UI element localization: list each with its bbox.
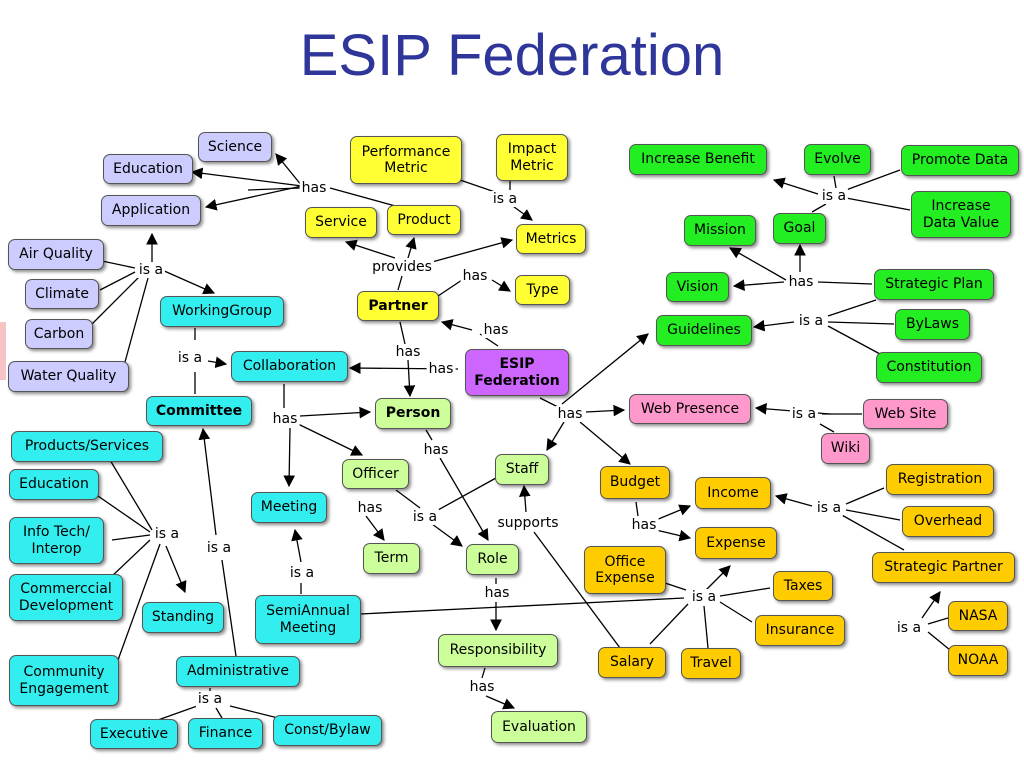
node-noaa[interactable]: NOAA	[948, 645, 1008, 676]
node-overhead[interactable]: Overhead	[902, 506, 994, 537]
node-administrative[interactable]: Administrative	[176, 656, 300, 687]
node-office-expense[interactable]: Office Expense	[584, 546, 666, 594]
link-label-has: has	[393, 344, 423, 360]
node-type[interactable]: Type	[515, 275, 570, 305]
link-label-is-a: is a	[175, 350, 205, 366]
node-strategic-partner[interactable]: Strategic Partner	[872, 552, 1015, 583]
edges	[89, 153, 951, 721]
node-term[interactable]: Term	[363, 543, 420, 574]
link-label-is-a: is a	[410, 509, 440, 525]
node-nasa[interactable]: NASA	[948, 601, 1008, 631]
link-label-has: has	[426, 361, 456, 377]
node-service[interactable]: Service	[305, 207, 377, 238]
node-evaluation[interactable]: Evaluation	[491, 711, 587, 743]
node-insurance[interactable]: Insurance	[755, 615, 845, 646]
node-salary[interactable]: Salary	[598, 647, 666, 678]
node-working-group[interactable]: WorkingGroup	[160, 296, 284, 327]
node-products-services[interactable]: Products/Services	[11, 431, 163, 462]
node-air-quality[interactable]: Air Quality	[8, 239, 104, 270]
node-officer[interactable]: Officer	[342, 459, 409, 489]
link-label-has: has	[460, 268, 490, 284]
node-bylaws[interactable]: ByLaws	[895, 309, 970, 340]
node-education-committee[interactable]: Education	[9, 469, 99, 500]
node-executive[interactable]: Executive	[90, 719, 178, 749]
link-label-has: has	[786, 274, 816, 290]
link-label-has: has	[421, 442, 451, 458]
node-wiki[interactable]: Wiki	[821, 433, 870, 464]
link-label-is-a: is a	[819, 188, 849, 204]
node-budget[interactable]: Budget	[600, 466, 670, 499]
link-label-is-a: is a	[796, 313, 826, 329]
node-expense[interactable]: Expense	[695, 527, 777, 559]
link-label-has: has	[299, 180, 329, 196]
node-metrics[interactable]: Metrics	[516, 224, 586, 254]
diagram-title: ESIP Federation	[299, 23, 725, 88]
link-label-is-a: is a	[490, 191, 520, 207]
link-label-has: has	[481, 322, 511, 338]
node-esip-federation[interactable]: ESIP Federation	[465, 349, 569, 396]
node-taxes[interactable]: Taxes	[773, 571, 833, 601]
node-impact-metric[interactable]: Impact Metric	[496, 134, 568, 181]
node-goal[interactable]: Goal	[773, 213, 826, 244]
node-science[interactable]: Science	[198, 132, 272, 162]
node-mission[interactable]: Mission	[684, 215, 756, 246]
node-product[interactable]: Product	[387, 205, 461, 235]
node-climate[interactable]: Climate	[25, 279, 99, 309]
node-guidelines[interactable]: Guidelines	[656, 315, 752, 346]
link-label-has: has	[467, 679, 497, 695]
node-community-engagement[interactable]: Community Engagement	[9, 655, 119, 706]
node-constitution[interactable]: Constitution	[876, 352, 982, 383]
node-carbon[interactable]: Carbon	[25, 319, 93, 349]
node-role[interactable]: Role	[466, 544, 519, 575]
link-label-provides: provides	[370, 259, 434, 275]
node-application[interactable]: Application	[101, 195, 201, 226]
node-vision[interactable]: Vision	[666, 272, 729, 302]
node-web-presence[interactable]: Web Presence	[629, 394, 751, 424]
node-person[interactable]: Person	[375, 398, 451, 429]
node-partner[interactable]: Partner	[357, 291, 439, 321]
node-education-application[interactable]: Education	[103, 154, 193, 184]
node-travel[interactable]: Travel	[681, 648, 741, 679]
node-performance-metric[interactable]: Performance Metric	[350, 136, 462, 184]
node-promote-data[interactable]: Promote Data	[901, 145, 1019, 176]
node-const-bylaw[interactable]: Const/Bylaw	[273, 715, 382, 746]
node-collaboration[interactable]: Collaboration	[231, 351, 348, 382]
node-increase-data-value[interactable]: Increase Data Value	[911, 191, 1011, 238]
link-label-has: has	[629, 517, 659, 533]
node-increase-benefit[interactable]: Increase Benefit	[629, 144, 767, 175]
node-water-quality[interactable]: Water Quality	[8, 361, 129, 392]
node-staff[interactable]: Staff	[495, 454, 549, 485]
link-label-is-a: is a	[152, 526, 182, 542]
link-label-is-a: is a	[136, 262, 166, 278]
link-label-is-a: is a	[195, 691, 225, 707]
node-commercial-development[interactable]: Commerccial Development	[9, 574, 123, 621]
node-responsibility[interactable]: Responsibility	[438, 634, 558, 667]
link-label-is-a: is a	[204, 540, 234, 556]
node-meeting[interactable]: Meeting	[251, 492, 327, 523]
node-registration[interactable]: Registration	[886, 464, 994, 495]
link-label-has: has	[355, 500, 385, 516]
link-label-has: has	[482, 585, 512, 601]
link-label-is-a: is a	[814, 500, 844, 516]
link-label-is-a: is a	[894, 620, 924, 636]
node-web-site[interactable]: Web Site	[863, 399, 948, 429]
node-finance[interactable]: Finance	[188, 718, 263, 749]
link-label-is-a: is a	[287, 565, 317, 581]
node-strategic-plan[interactable]: Strategic Plan	[874, 269, 994, 300]
node-standing[interactable]: Standing	[142, 602, 224, 633]
node-committee[interactable]: Committee	[146, 396, 252, 426]
node-semiannual-meeting[interactable]: SemiAnnual Meeting	[255, 595, 361, 644]
node-evolve[interactable]: Evolve	[804, 144, 871, 175]
link-label-has: has	[555, 406, 585, 422]
edge-decoration	[0, 322, 6, 380]
link-label-has: has	[270, 411, 300, 427]
link-label-is-a: is a	[689, 589, 719, 605]
node-info-tech[interactable]: Info Tech/ Interop	[9, 517, 104, 564]
link-label-supports: supports	[495, 515, 561, 531]
link-label-is-a: is a	[789, 406, 819, 422]
node-income[interactable]: Income	[695, 477, 771, 509]
